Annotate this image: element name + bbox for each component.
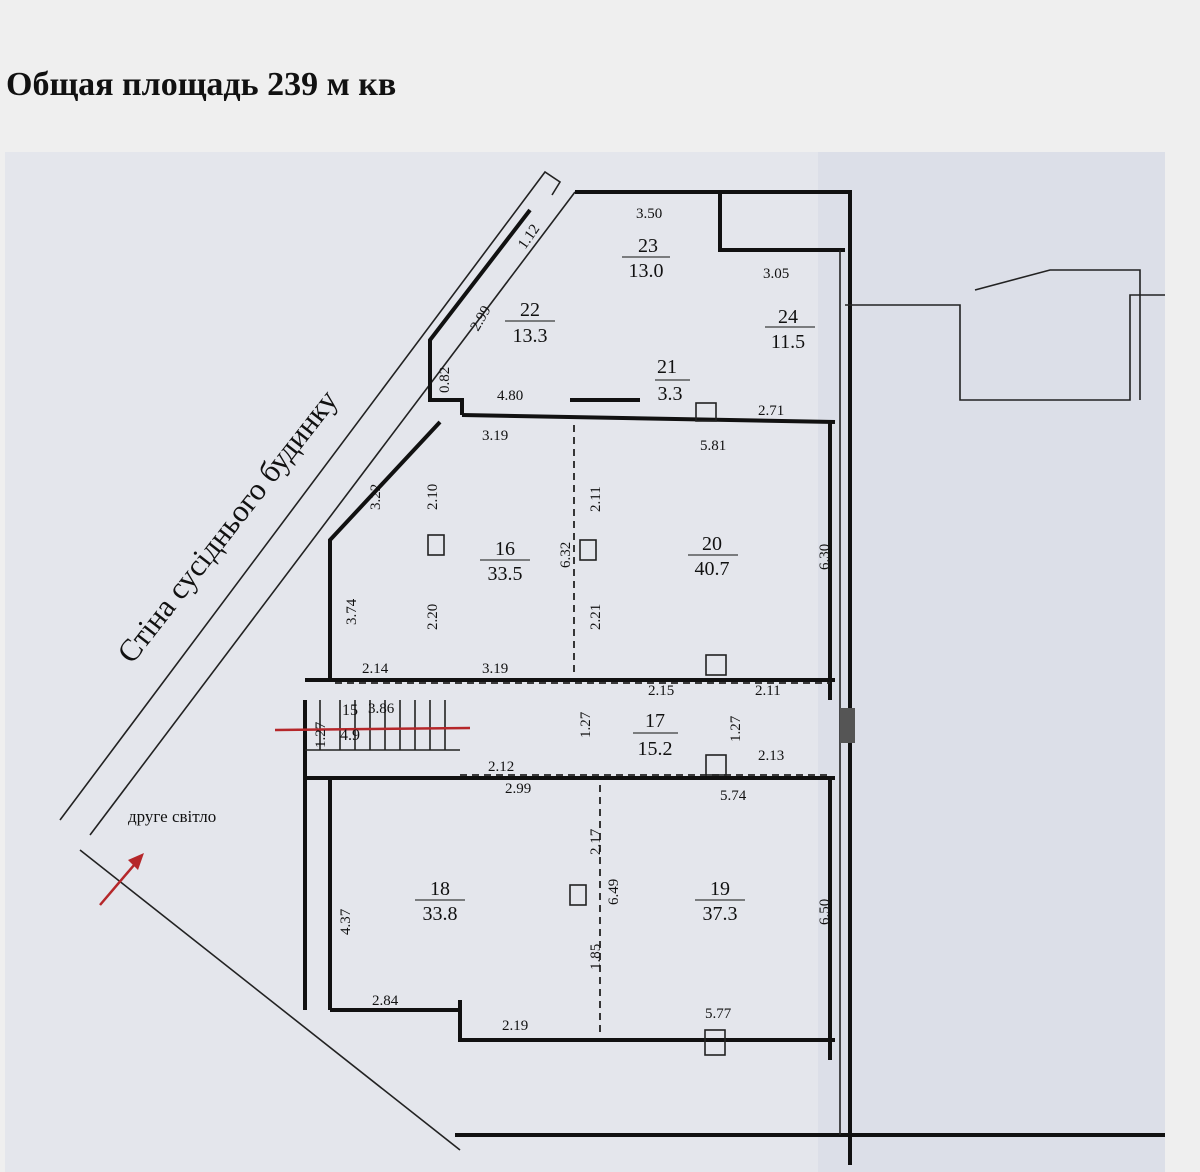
staircase <box>305 700 460 751</box>
svg-text:20: 20 <box>702 533 722 555</box>
svg-text:3.19: 3.19 <box>482 661 508 677</box>
svg-text:2.15: 2.15 <box>648 683 674 699</box>
svg-text:2.20: 2.20 <box>425 604 441 630</box>
svg-text:19: 19 <box>710 878 730 900</box>
svg-text:22: 22 <box>520 299 540 321</box>
svg-text:2.99: 2.99 <box>505 781 531 797</box>
svg-text:3.22: 3.22 <box>368 484 384 510</box>
svg-text:17: 17 <box>645 710 665 732</box>
svg-text:24: 24 <box>778 306 798 328</box>
svg-text:2.84: 2.84 <box>372 993 399 1009</box>
svg-text:6.32: 6.32 <box>558 542 574 568</box>
svg-text:13.3: 13.3 <box>513 325 548 347</box>
svg-text:33.8: 33.8 <box>423 903 458 925</box>
page-title: Общая площадь 239 м кв <box>6 66 397 103</box>
svg-text:6.50: 6.50 <box>817 899 833 925</box>
svg-text:21: 21 <box>657 356 677 378</box>
svg-text:0.82: 0.82 <box>437 367 453 393</box>
light-arrow <box>99 857 141 906</box>
svg-text:6.49: 6.49 <box>606 879 622 905</box>
second-light-label: друге світло <box>128 807 216 826</box>
svg-text:2.71: 2.71 <box>758 403 784 419</box>
svg-text:16: 16 <box>495 538 515 560</box>
svg-text:37.3: 37.3 <box>703 903 738 925</box>
svg-text:18: 18 <box>430 878 450 900</box>
svg-text:3.05: 3.05 <box>763 266 789 282</box>
svg-text:6.30: 6.30 <box>817 544 833 570</box>
svg-text:1.27: 1.27 <box>728 715 744 742</box>
svg-text:1.27: 1.27 <box>313 721 329 748</box>
room-20: 20 40.7 <box>688 533 738 580</box>
svg-text:40.7: 40.7 <box>695 558 730 580</box>
room-23: 23 13.0 <box>622 235 670 282</box>
room-22: 22 13.3 <box>505 299 555 347</box>
svg-text:2.21: 2.21 <box>588 604 604 630</box>
room-17: 17 15.2 <box>633 710 678 760</box>
svg-text:4.9: 4.9 <box>340 727 360 744</box>
svg-text:5.74: 5.74 <box>720 788 747 804</box>
svg-text:23: 23 <box>638 235 658 257</box>
room-18: 18 33.8 <box>415 878 465 925</box>
svg-text:2.12: 2.12 <box>488 759 514 775</box>
entrance-arrow <box>274 726 471 732</box>
svg-text:2.17: 2.17 <box>588 828 604 855</box>
svg-text:3.50: 3.50 <box>636 206 662 222</box>
svg-text:5.77: 5.77 <box>705 1006 732 1022</box>
room-21: 213.3 <box>655 356 690 405</box>
walls <box>303 190 1165 1165</box>
svg-text:3.19: 3.19 <box>482 428 508 444</box>
svg-text:33.5: 33.5 <box>488 563 523 585</box>
svg-text:3.86: 3.86 <box>368 701 395 717</box>
svg-text:3.3: 3.3 <box>658 383 683 405</box>
svg-text:2.11: 2.11 <box>588 486 604 512</box>
svg-text:2.10: 2.10 <box>425 484 441 510</box>
svg-text:4.80: 4.80 <box>497 388 523 404</box>
svg-text:2.14: 2.14 <box>362 661 389 677</box>
room-24: 24 11.5 <box>765 306 815 353</box>
svg-text:4.37: 4.37 <box>338 908 354 935</box>
svg-text:2.13: 2.13 <box>758 748 784 764</box>
room-19: 19 37.3 <box>695 878 745 925</box>
svg-text:1.27: 1.27 <box>578 711 594 738</box>
svg-text:11.5: 11.5 <box>771 331 805 353</box>
svg-text:15.2: 15.2 <box>638 738 673 760</box>
svg-text:3.74: 3.74 <box>344 598 360 625</box>
room-16: 16 33.5 <box>480 538 530 585</box>
dimension-labels: 3.50 1.12 3.05 2.99 0.82 4.80 2.71 3.19 … <box>313 206 833 1034</box>
svg-text:1.85: 1.85 <box>588 944 604 970</box>
room-15: 154.9 <box>340 702 360 744</box>
svg-text:2.19: 2.19 <box>502 1018 528 1034</box>
neighbour-wall <box>59 170 576 1151</box>
svg-text:2.11: 2.11 <box>755 683 781 699</box>
svg-text:13.0: 13.0 <box>629 260 664 282</box>
svg-text:5.81: 5.81 <box>700 438 726 454</box>
svg-text:15: 15 <box>342 702 358 719</box>
